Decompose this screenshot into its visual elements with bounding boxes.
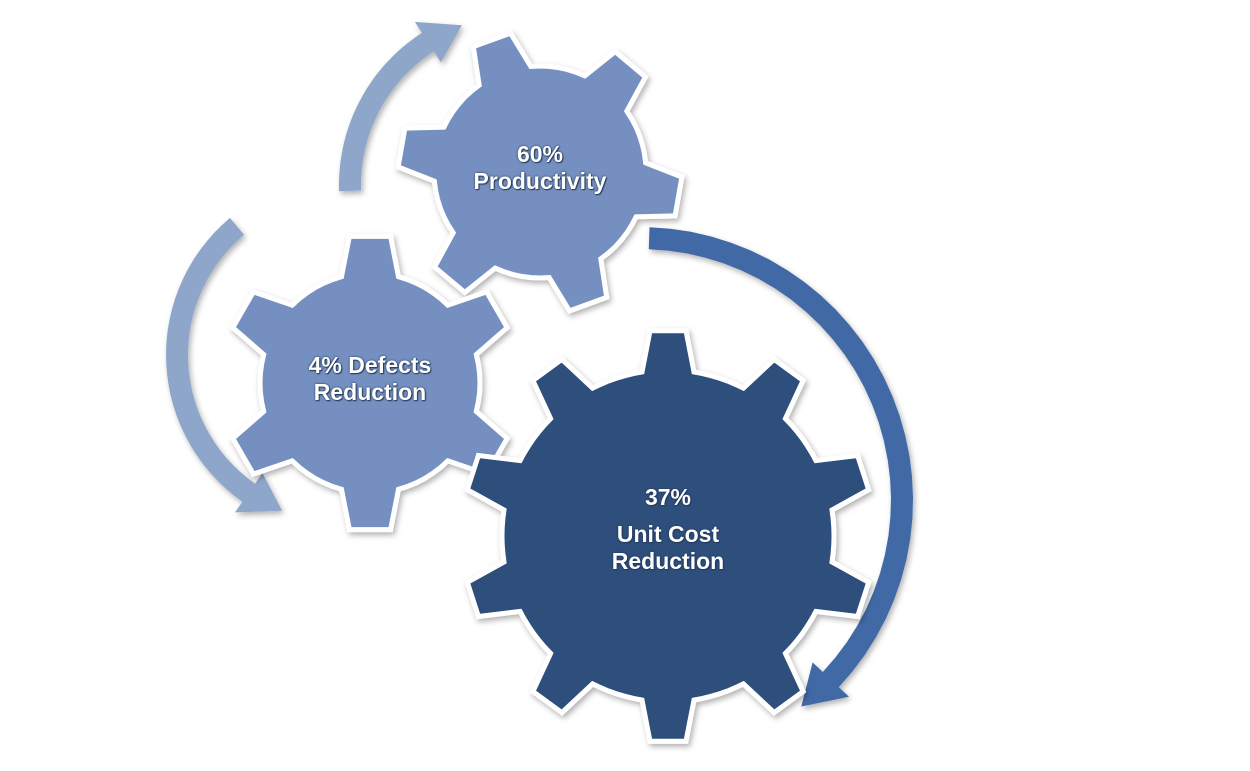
cycle-arrow-up-icon: [339, 21, 462, 192]
defects-title: Reduction: [313, 379, 427, 405]
cycle-arrow-clockwise-icon: [648, 227, 913, 707]
unit-cost-subtitle: Reduction: [611, 548, 725, 574]
defects-value: 4% Defects: [308, 352, 432, 378]
gear-unit-cost: [464, 328, 872, 744]
gear-defects: [229, 233, 511, 533]
productivity-value: 60%: [516, 141, 564, 167]
productivity-title: Productivity: [473, 168, 607, 194]
cycle-arrow-down-left-icon: [166, 217, 283, 513]
defects-label: 4% Defects Reduction: [270, 352, 470, 406]
gear-productivity: [395, 30, 685, 314]
unit-cost-title: Unit Cost: [616, 521, 720, 547]
unit-cost-value: 37%: [644, 484, 692, 510]
productivity-label: 60% Productivity: [440, 141, 640, 195]
unit-cost-label: 37% Unit Cost Reduction: [568, 484, 768, 575]
